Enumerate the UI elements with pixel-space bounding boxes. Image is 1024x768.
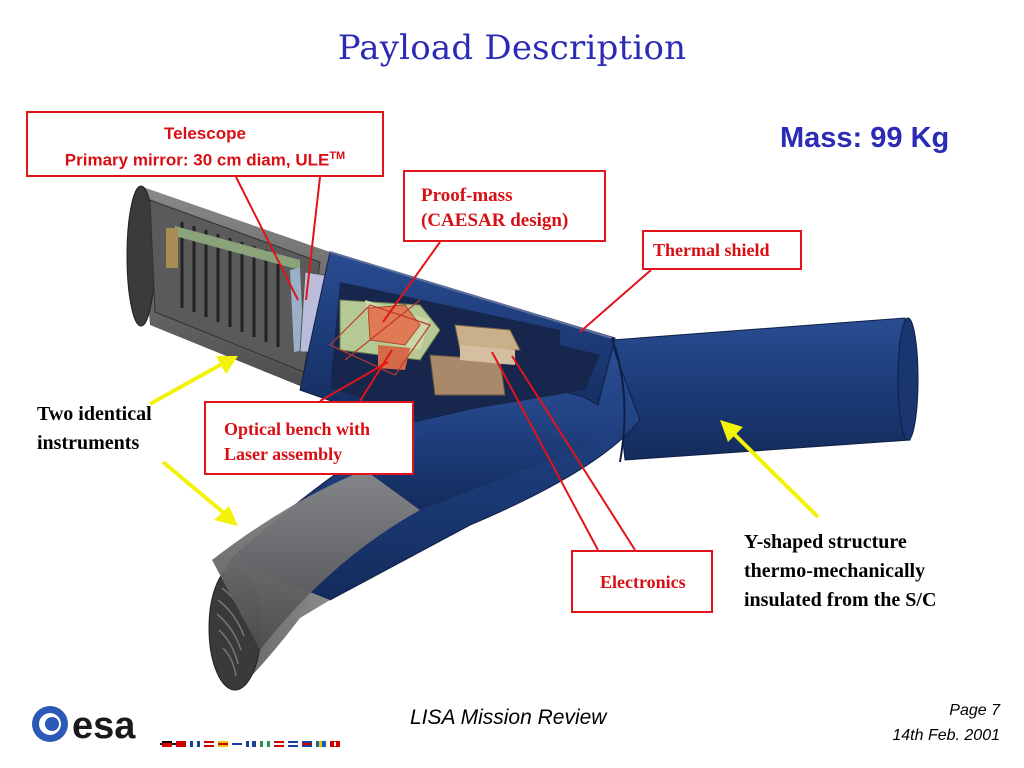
telescope-title: Telescope xyxy=(164,124,246,143)
optical-bench-line1: Optical bench with xyxy=(224,419,371,439)
telescope-leader-2 xyxy=(305,176,321,301)
optical-bench-leader-1 xyxy=(319,361,389,402)
optical-bench-leader-2 xyxy=(359,349,393,402)
page-number: Page 7 xyxy=(949,702,1000,719)
arrow-up-right-icon xyxy=(149,356,238,406)
y-shaped-note: Y-shaped structure thermo-mechanically i… xyxy=(744,528,936,615)
telescope-tube xyxy=(126,185,331,390)
proof-mass-line1: Proof-mass xyxy=(421,185,513,206)
mass-label: Mass: 99 Kg xyxy=(780,122,950,154)
optical-bench-line2: Laser assembly xyxy=(224,444,343,464)
slide-title: Payload Description xyxy=(337,28,687,68)
esa-logo-text: esa xyxy=(72,705,136,747)
y-shaped-line1: Y-shaped structure xyxy=(744,531,907,553)
esa-logo: esa xyxy=(32,705,340,747)
thermal-shield-leader xyxy=(579,269,652,333)
y-shaped-line2: thermo-mechanically xyxy=(744,560,926,582)
electronics-boxes xyxy=(429,324,521,396)
optical-bench-callout: Optical bench with Laser assembly xyxy=(204,401,414,475)
two-identical-line2: instruments xyxy=(37,432,140,454)
footer-title: LISA Mission Review xyxy=(410,706,607,729)
electronics-callout: Electronics xyxy=(571,550,713,613)
baffle-rings xyxy=(180,222,280,347)
arrow-down-right-icon xyxy=(161,460,238,526)
y-structure-right-arm xyxy=(611,317,919,461)
telescope-callout: Telescope Primary mirror: 30 cm diam, UL… xyxy=(26,111,384,177)
member-flags-icon xyxy=(162,741,340,747)
proof-mass-line2: (CAESAR design) xyxy=(421,210,569,231)
footer-page-info: Page 7 14th Feb. 2001 xyxy=(892,698,1000,748)
proof-mass-housing xyxy=(328,299,431,376)
proof-mass-leader xyxy=(382,241,441,323)
electronics-leader-2 xyxy=(511,355,636,551)
callout-leaders xyxy=(235,176,652,551)
electronics-leader-1 xyxy=(491,351,599,551)
presentation-date: 14th Feb. 2001 xyxy=(892,727,1000,744)
two-identical-note: Two identical instruments xyxy=(37,400,152,458)
trademark-superscript: TM xyxy=(329,150,346,162)
y-structure-lower-arm xyxy=(208,344,641,691)
proof-mass-callout: Proof-mass (CAESAR design) xyxy=(403,170,606,242)
thermal-shield-callout: Thermal shield xyxy=(642,230,802,270)
telescope-leader-1 xyxy=(235,176,299,301)
two-identical-line1: Two identical xyxy=(37,403,152,425)
yellow-arrows xyxy=(149,356,820,526)
y-shaped-line3: insulated from the S/C xyxy=(744,589,937,611)
arrow-up-left-icon xyxy=(720,420,820,519)
telescope-detail: Primary mirror: 30 cm diam, ULETM xyxy=(64,150,346,170)
